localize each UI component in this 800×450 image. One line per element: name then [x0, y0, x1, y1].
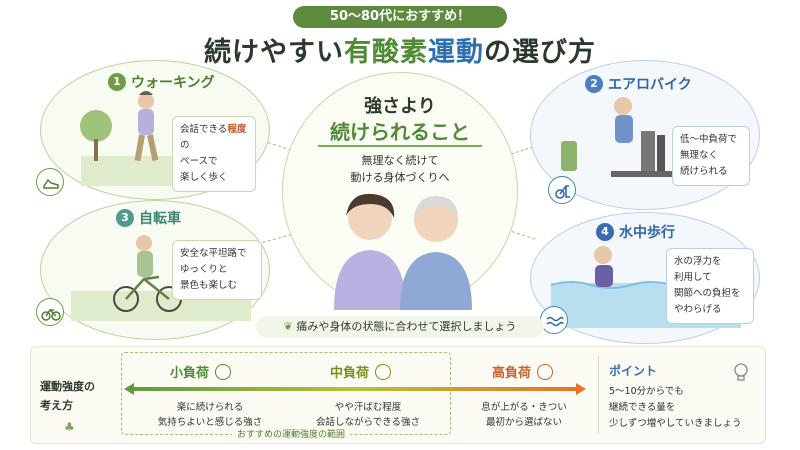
- smile-face-icon: [375, 363, 392, 380]
- level-mid-label: 中負荷: [330, 366, 370, 381]
- exercise-bike-note-line3: 続けられる: [680, 166, 728, 177]
- walking-note-line3: 楽しく歩く: [180, 172, 228, 183]
- page-title: 続けやすい有酸素運動の選び方: [0, 30, 800, 69]
- level-mid-desc-1: やや汗ばむ程度: [334, 402, 402, 413]
- level-low-desc: 楽に続けられる気持ちよいと感じる強さ: [140, 400, 280, 430]
- exercise-bike-note-line1: 低〜中負荷で: [680, 134, 738, 145]
- tired-face-icon: [537, 363, 554, 380]
- walking-note-key: 程度: [227, 124, 247, 135]
- intensity-title: 運動強度の考え方: [40, 377, 95, 415]
- level-high-desc: 息が上がる・きつい最初から選ばない: [462, 400, 586, 430]
- center-sub-line2: 動ける身体づくりへ: [350, 171, 450, 184]
- exercise-bike-note: 低〜中負荷で 無理なく 続けられる: [672, 126, 750, 186]
- walking-note-particle: の: [180, 140, 190, 151]
- intensity-arrow: [132, 387, 578, 391]
- level-mid: 中負荷: [330, 362, 392, 381]
- water-walking-note-line2: 利用して: [674, 272, 712, 283]
- recommended-range-label: おすすめの運動強度の範囲: [232, 428, 350, 442]
- water-wave-icon: [540, 306, 568, 334]
- level-high-desc-2: 最初から選ばない: [485, 417, 562, 428]
- level-low-desc-1: 楽に続けられる: [176, 402, 244, 413]
- center-sub-line1: 無理なく続けて: [361, 154, 439, 167]
- title-post: の選び方: [484, 37, 596, 68]
- level-high-label: 高負荷: [492, 366, 532, 381]
- leaf-icon: ❦: [283, 320, 297, 333]
- arrow-left-head: [124, 383, 134, 395]
- water-walking-note-line4: やわらげる: [674, 304, 722, 315]
- level-mid-desc: やや汗ばむ程度会話しながらできる強さ: [298, 400, 438, 430]
- exercise-bike-icon: [548, 176, 576, 204]
- center-subtitle: 無理なく続けて動ける身体づくりへ: [282, 152, 518, 186]
- level-low: 小負荷: [170, 362, 232, 381]
- activity-bicycle-label: 3 自転車: [116, 208, 181, 228]
- activity-walking-label: 1 ウォーキング: [108, 72, 215, 92]
- activity-exercise-bike-name: エアロバイク: [608, 77, 692, 93]
- intensity-title-line2: 考え方: [40, 399, 73, 412]
- intensity-title-line1: 運動強度の: [40, 380, 95, 393]
- selection-tip-text: 痛みや身体の状態に合わせて選択しましょう: [296, 320, 517, 333]
- title-highlight-exercise: 運動: [428, 37, 484, 68]
- level-high: 高負荷: [492, 362, 554, 381]
- water-walking-note-line1: 水の浮力を: [674, 256, 722, 267]
- walking-note: 会話できる程度の ペースで 楽しく歩く: [172, 116, 256, 192]
- activity-exercise-bike-label: 2 エアロバイク: [585, 74, 692, 94]
- target-age-badge: 50〜80代におすすめ！: [293, 6, 507, 28]
- point-line-2: 継続できる量を: [609, 402, 676, 413]
- activity-water-walking-name: 水中歩行: [619, 225, 675, 241]
- panel-divider: [598, 356, 599, 434]
- water-walking-bubble: [530, 212, 760, 344]
- title-pre: 続けやすい: [204, 37, 344, 68]
- point-line-1: 5〜10分からでも: [609, 386, 684, 397]
- title-highlight-aerobic: 有酸素: [344, 37, 428, 68]
- center-bubble: [282, 72, 518, 310]
- water-walking-note-line3: 関節への負担を: [674, 288, 741, 299]
- level-mid-desc-2: 会話しながらできる強さ: [315, 417, 421, 428]
- activity-number-4: 4: [596, 223, 614, 241]
- bicycle-note: 安全な平坦路で ゆっくりと 景色も楽しむ: [172, 240, 262, 300]
- center-heading-2: 続けられること: [330, 120, 470, 144]
- selection-tip: ❦ 痛みや身体の状態に合わせて選択しましょう: [256, 316, 544, 338]
- activity-number-2: 2: [585, 75, 603, 93]
- sprout-icon: ♣: [64, 420, 75, 434]
- point-line-3: 少しずつ増やしていきましょう: [609, 418, 742, 429]
- level-low-desc-2: 気持ちよいと感じる強さ: [157, 417, 263, 428]
- shoe-icon: [36, 168, 64, 196]
- seniors-illustration: [334, 193, 472, 310]
- bicycle-note-line2: ゆっくりと: [180, 264, 228, 275]
- point-text: 5〜10分からでも継続できる量を少しずつ増やしていきましょう: [609, 384, 742, 432]
- level-low-label: 小負荷: [170, 366, 210, 381]
- level-high-desc-1: 息が上がる・きつい: [481, 402, 567, 413]
- exercise-bike-note-line2: 無理なく: [680, 150, 719, 161]
- exercise-bike-illustration: [561, 97, 681, 177]
- lightbulb-icon: [732, 362, 750, 384]
- center-underline: [318, 145, 482, 147]
- bicycle-icon: [36, 298, 64, 326]
- point-title: ポイント: [609, 364, 658, 378]
- activity-water-walking-label: 4 水中歩行: [596, 222, 675, 242]
- walking-note-line2: ペースで: [180, 156, 218, 167]
- bicycle-note-line1: 安全な平坦路で: [180, 248, 247, 259]
- walking-note-line1: 会話できる: [180, 124, 228, 135]
- activity-bicycle-name: 自転車: [139, 211, 181, 227]
- activity-number-1: 1: [108, 73, 126, 91]
- center-heading-1: 強さより: [364, 96, 436, 117]
- activity-number-3: 3: [116, 209, 134, 227]
- activity-walking-name: ウォーキング: [131, 75, 215, 91]
- arrow-right-head: [576, 383, 586, 395]
- intensity-panel: [30, 346, 766, 444]
- bicycle-note-line3: 景色も楽しむ: [180, 280, 238, 291]
- water-walking-note: 水の浮力を 利用して 関節への負担を やわらげる: [666, 248, 754, 324]
- smile-face-icon: [215, 363, 232, 380]
